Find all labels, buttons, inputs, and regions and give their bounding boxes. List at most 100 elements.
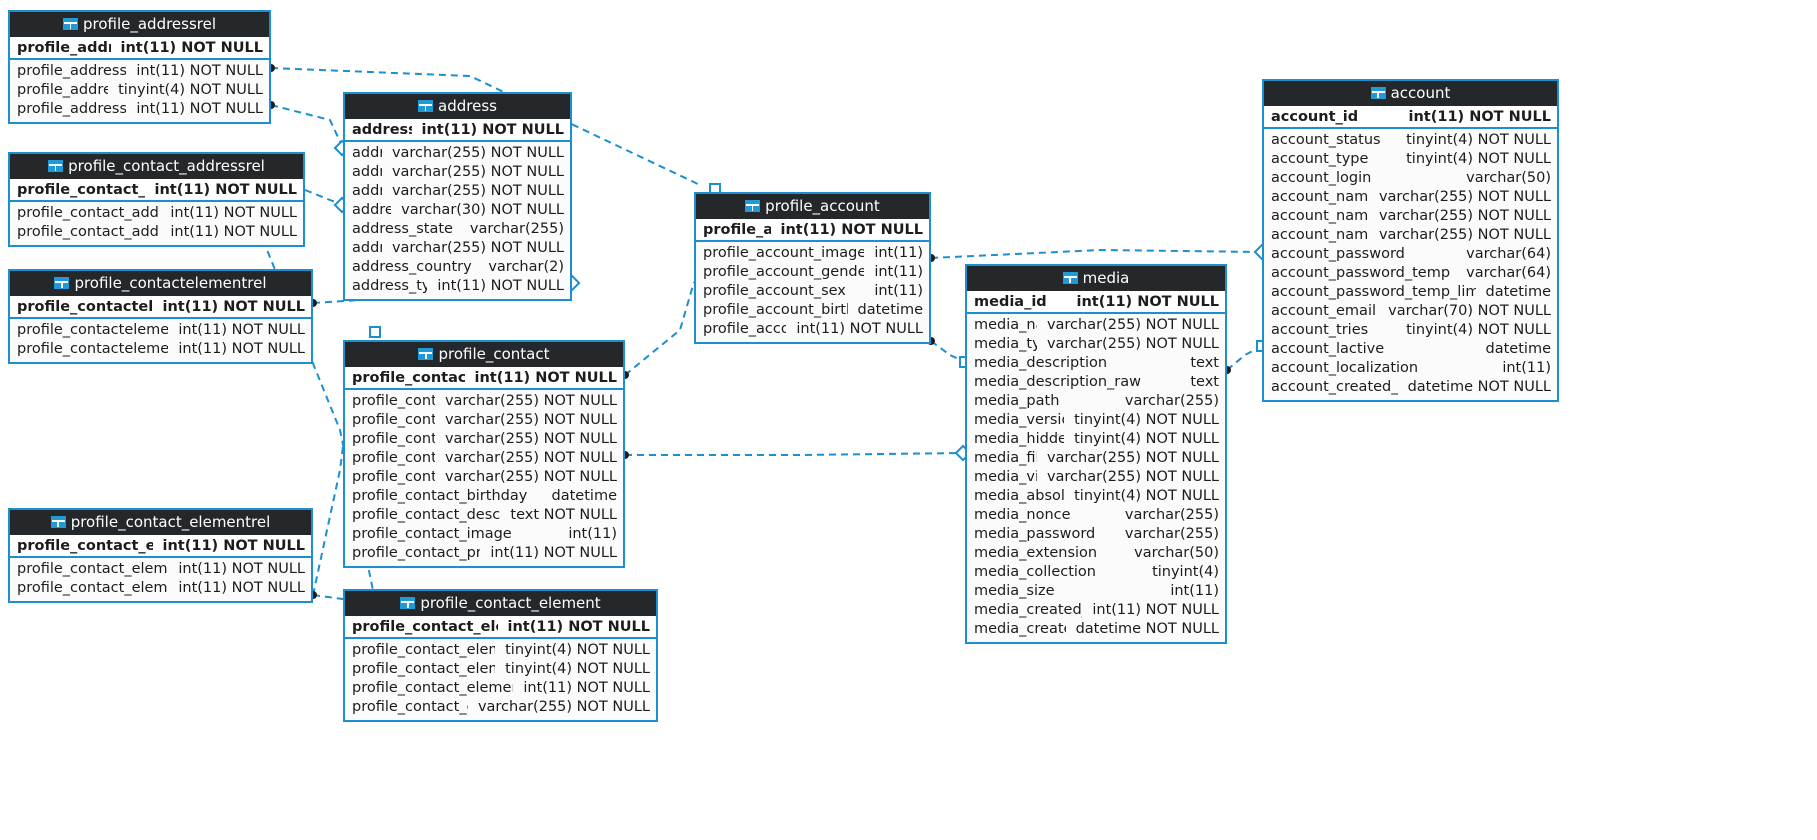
field-row[interactable]: address_additionvarchar(255) NOT NULL [345,163,570,182]
field-row[interactable]: address_namevarchar(255) NOT NULL [345,144,570,163]
field-row[interactable]: media_typevarchar(255) NOT NULL [967,335,1225,354]
field-name: address_state [352,221,453,237]
table-header-profile_contactelementrel[interactable]: profile_contactelementrel [10,271,311,296]
field-row[interactable]: profile_contact_name2varchar(255) NOT NU… [345,411,623,430]
field-row[interactable]: media_hiddentinyint(4) NOT NULL [967,430,1225,449]
field-row[interactable]: address_cityvarchar(255) NOT NULL [345,239,570,258]
field-row[interactable]: address_addressvarchar(255) NOT NULL [345,182,570,201]
field-row[interactable]: profile_contact_profileint(11) NOT NULL [345,544,623,563]
field-row[interactable]: profile_contact_name1varchar(255) NOT NU… [345,392,623,411]
table-header-profile_contact_elementrel[interactable]: profile_contact_elementrel [10,510,311,535]
field-row[interactable]: profile_contact_element_orderint(11) NOT… [345,679,656,698]
table-header-profile_contact[interactable]: profile_contact [345,342,623,367]
field-row[interactable]: profile_account_accountint(11) NOT NULL [696,320,929,339]
edge-account-image [930,248,1263,259]
field-row[interactable]: media_virtualvarchar(255) NOT NULL [967,468,1225,487]
field-row[interactable]: profile_addressrel_profileint(11) NOT NU… [10,62,269,81]
table-profile_account[interactable]: profile_accountprofile_account_idint(11)… [694,192,931,344]
field-row[interactable]: profile_contact_elementrel_elementint(11… [10,579,311,598]
field-row[interactable]: media_created_byint(11) NOT NULL [967,601,1225,620]
field-row[interactable]: address_postalvarchar(30) NOT NULL [345,201,570,220]
table-header-account[interactable]: account [1264,81,1557,106]
field-row[interactable]: profile_addressrel_publictinyint(4) NOT … [10,81,269,100]
field-row[interactable]: account_name3varchar(255) NOT NULL [1264,226,1557,245]
field-row[interactable]: profile_contact_addressrel_addressint(11… [10,223,303,242]
table-header-profile_contact_addressrel[interactable]: profile_contact_addressrel [10,154,303,179]
field-row[interactable]: media_absolutetinyint(4) NOT NULL [967,487,1225,506]
field-row[interactable]: media_filevarchar(255) NOT NULL [967,449,1225,468]
field-row[interactable]: profile_contact_element_contentvarchar(2… [345,698,656,717]
table-profile_addressrel[interactable]: profile_addressrelprofile_addressrel_idi… [8,10,271,124]
field-row[interactable]: account_name1varchar(255) NOT NULL [1264,188,1557,207]
field-row[interactable]: profile_contact_addressrel_contactint(11… [10,204,303,223]
field-row[interactable]: profile_contact_name3varchar(255) NOT NU… [345,430,623,449]
field-row[interactable]: profile_contact_companyvarchar(255) NOT … [345,449,623,468]
table-header-address[interactable]: address [345,94,570,119]
field-row[interactable]: profile_contact_elementrel_contactint(11… [10,560,311,579]
field-type: varchar(255) NOT NULL [391,164,564,180]
table-profile_contact[interactable]: profile_contactprofile_contact_idint(11)… [343,340,625,568]
field-row[interactable]: profile_contact_element_subtypetinyint(4… [345,660,656,679]
field-row[interactable]: profile_contact_jobvarchar(255) NOT NULL [345,468,623,487]
field-row[interactable]: profile_contactelementrel_elementint(11)… [10,340,311,359]
field-type: int(11) NOT NULL [178,322,305,338]
field-row[interactable]: address_typeint(11) NOT NULL [345,277,570,296]
field-row[interactable]: media_versionedtinyint(4) NOT NULL [967,411,1225,430]
table-header-profile_account[interactable]: profile_account [696,194,929,219]
table-header-profile_addressrel[interactable]: profile_addressrel [10,12,269,37]
field-row[interactable]: profile_contactelementrel_profileint(11)… [10,321,311,340]
field-row[interactable]: account_name2varchar(255) NOT NULL [1264,207,1557,226]
table-header-media[interactable]: media [967,266,1225,291]
field-row[interactable]: media_namevarchar(255) NOT NULL [967,316,1225,335]
table-header-profile_contact_element[interactable]: profile_contact_element [345,591,656,616]
